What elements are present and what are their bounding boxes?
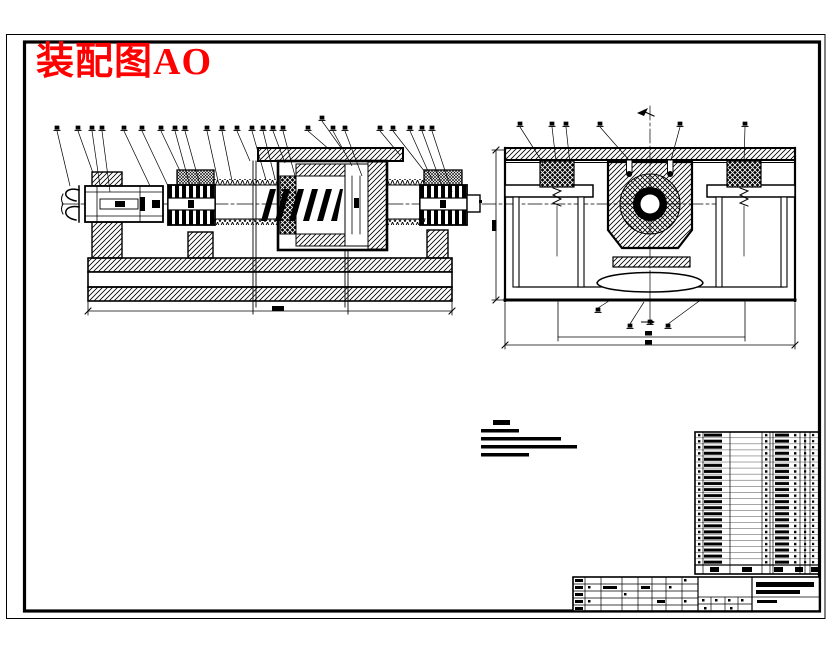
bearing-housing xyxy=(84,171,164,223)
coil-spring xyxy=(261,189,343,221)
outer-border-line xyxy=(6,34,826,619)
shaft-end-stub xyxy=(466,194,481,213)
parts-list-rows xyxy=(695,432,820,565)
hanger-studs xyxy=(626,159,674,177)
main-section-view xyxy=(61,147,481,316)
lead-screw-threads xyxy=(212,179,426,225)
dimension-value-smudge xyxy=(272,306,284,311)
note-line-smudge xyxy=(481,445,577,449)
section-arrow xyxy=(637,108,655,117)
top-plate xyxy=(504,147,796,161)
note-line-smudge xyxy=(481,429,519,433)
left-view-callouts xyxy=(53,115,453,193)
technical-notes xyxy=(481,420,577,457)
drawing-name-smudge xyxy=(756,582,814,587)
parts-list-table xyxy=(694,431,821,575)
left-view-dimension xyxy=(84,300,456,316)
side-section-view xyxy=(479,105,799,350)
bore-hole xyxy=(640,194,660,214)
parts-list-header-row xyxy=(710,567,818,572)
spring-stacks xyxy=(539,160,762,257)
central-block xyxy=(606,160,694,250)
support-pedestals xyxy=(91,221,449,259)
notes-heading-smudge xyxy=(493,420,510,425)
right-view-width-dimensions xyxy=(501,301,799,350)
sheet-border xyxy=(6,34,826,619)
note-line-smudge xyxy=(481,437,561,441)
base-plates xyxy=(87,257,453,302)
title-block xyxy=(572,576,821,612)
drawing-title: 装配图AO xyxy=(36,41,212,83)
right-view-callouts xyxy=(516,121,749,329)
left-locknut-cluster xyxy=(167,169,216,226)
side-support-frames xyxy=(504,184,796,288)
title-block-smudges xyxy=(575,579,814,610)
crank-handle xyxy=(61,185,80,223)
note-line-smudge xyxy=(481,453,529,457)
right-view-height-dimension xyxy=(479,146,506,304)
inner-border-frame xyxy=(22,40,822,613)
right-locknut-cluster xyxy=(419,169,481,226)
